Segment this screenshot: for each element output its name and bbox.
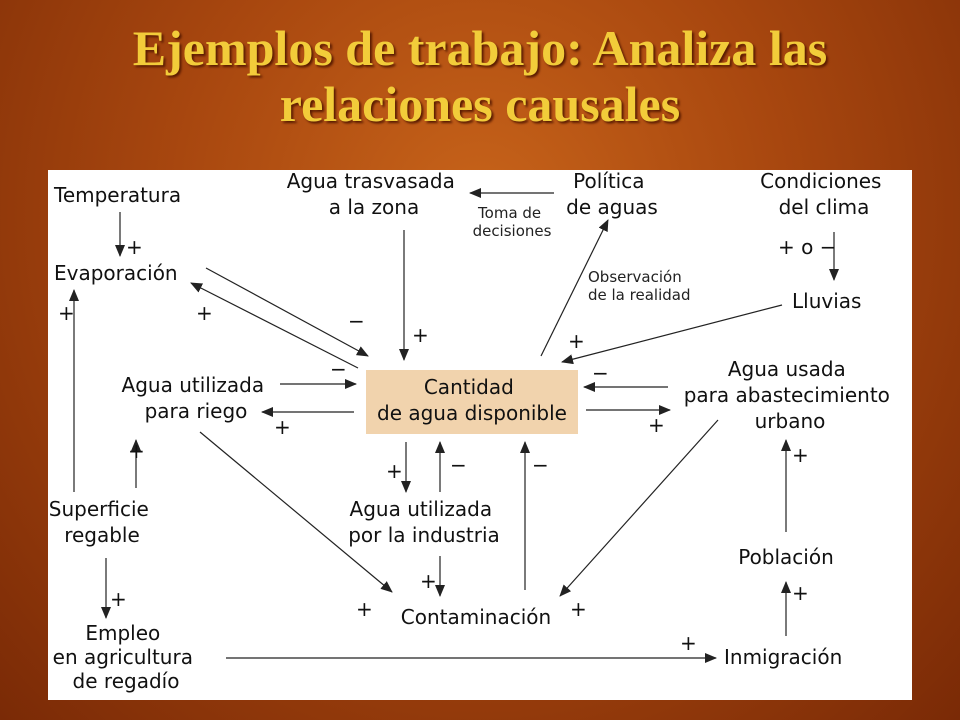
sign-lluvias-cantidad: + [568,329,585,353]
edge-lluvias-cantidad [561,304,783,365]
edges [69,188,839,663]
sign-cantidad-industria: + [386,459,403,483]
note-observacion: Observación de la realidad [588,268,690,304]
slide-title: Ejemplos de trabajo: Analiza las relacio… [0,20,960,132]
note-toma-decisiones: Toma de decisiones [473,204,552,240]
sign-cantidad-urbano: + [648,413,665,437]
node-agua-riego: Agua utilizada para riego [122,373,271,423]
sign-cantidad-evap: + [196,301,213,325]
sign-cantidad-riego: + [274,415,291,439]
sign-evap-cantidad: − [348,309,365,333]
sign-trasvasada-cantidad: + [412,323,429,347]
node-superficie: Superficie regable [49,497,155,547]
slide-title-line-2: relaciones causales [279,76,681,132]
node-cantidad: Cantidad de agua disponible [377,375,567,425]
sign-superficie-empleo: + [110,587,127,611]
node-agua-industria: Agua utilizada por la industria [348,497,500,547]
sign-inmigracion-poblacion: + [792,581,809,605]
sign-contaminacion-cantidad: − [532,453,549,477]
sign-superficie-evap: + [58,301,75,325]
node-empleo: Empleo en agricultura de regadío [53,621,200,693]
sign-industria-cantidad: − [450,453,467,477]
node-agua-trasvasada: Agua trasvasada a la zona [287,170,461,219]
node-condiciones: Condiciones del clima [760,170,888,219]
sign-riego-contaminacion: + [356,597,373,621]
sign-urbano-cantidad: − [592,361,609,385]
slide-title-line-1: Ejemplos de trabajo: Analiza las [132,20,828,76]
edge-cantidad-evaporacion [190,282,359,369]
node-inmigracion: Inmigración [724,645,842,669]
edge-evaporacion-cantidad [205,267,369,357]
polarity-signs: + + o − − + + + + − + − + + + − − + + + … [58,235,836,655]
causal-diagram: Temperatura Evaporación Agua trasvasada … [48,170,912,700]
node-poblacion: Población [738,545,834,569]
edge-cantidad-politica [540,219,609,357]
cantidad-box [366,370,578,434]
node-politica: Política de aguas [566,170,658,219]
node-agua-urbano: Agua usada para abastecimiento urbano [684,357,897,433]
sign-riego-cantidad: − [330,357,347,381]
node-lluvias: Lluvias [792,289,861,313]
edge-urbano-contaminacion [559,419,719,597]
sign-temp-evap: + [126,235,143,259]
sign-urbano-contaminacion: + [570,597,587,621]
node-temperatura: Temperatura [53,183,181,207]
sign-superficie-riego: + [128,439,145,463]
sign-industria-contaminacion: + [420,569,437,593]
sign-poblacion-urbano: + [792,443,809,467]
node-evaporacion: Evaporación [54,261,178,285]
edge-riego-contaminacion [199,431,393,593]
sign-cond-lluvias: + o − [778,235,836,259]
sign-empleo-inmigracion: + [680,631,697,655]
node-contaminacion: Contaminación [401,605,551,629]
